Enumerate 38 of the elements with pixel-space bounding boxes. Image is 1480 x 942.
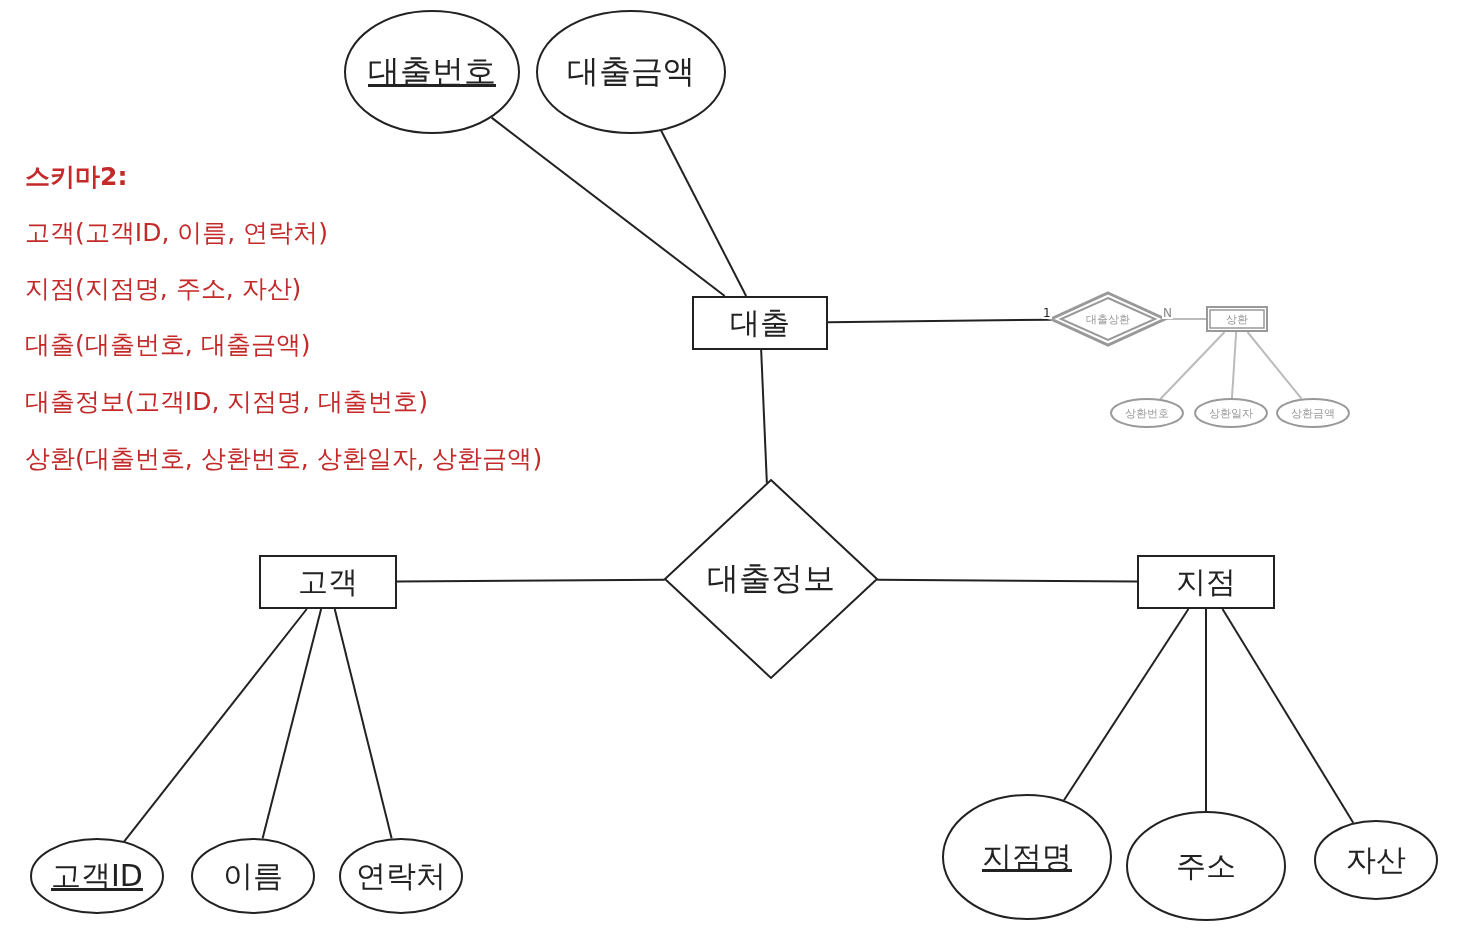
- connector-line: [827, 318, 1053, 324]
- connector-line: [1165, 318, 1207, 320]
- schema-heading: 스키마2:: [25, 161, 128, 193]
- schema-line: 상환(대출번호, 상환번호, 상환일자, 상환금액): [25, 443, 543, 475]
- connector-line: [261, 608, 323, 840]
- connector-line: [396, 578, 666, 583]
- attribute-ellipse: 연락처: [339, 838, 463, 914]
- attribute-ellipse: 상환일자: [1194, 398, 1268, 428]
- connector-line: [333, 608, 393, 840]
- entity-box: 상환: [1206, 306, 1268, 332]
- entity-box: 지점: [1137, 555, 1275, 609]
- relationship-diamond: 대출정보: [664, 479, 878, 679]
- connector-line: [1205, 608, 1207, 812]
- connector-line: [1221, 608, 1355, 824]
- connector-line: [1159, 331, 1226, 400]
- cardinality-label: N: [1162, 307, 1173, 319]
- connector-line: [123, 608, 308, 843]
- attribute-ellipse: 고객ID: [30, 838, 164, 914]
- connector-line: [490, 116, 726, 297]
- schema-line: 대출정보(고객ID, 지점명, 대출번호): [25, 386, 428, 418]
- entity-box: 고객: [259, 555, 397, 609]
- attribute-ellipse: 상환금액: [1276, 398, 1350, 428]
- schema-line: 고객(고객ID, 이름, 연락처): [25, 217, 328, 249]
- connector-line: [876, 578, 1138, 583]
- connector-line: [1062, 608, 1190, 802]
- attribute-ellipse: 주소: [1126, 811, 1286, 921]
- attribute-ellipse: 상환번호: [1110, 398, 1184, 428]
- schema-line: 지점(지점명, 주소, 자산): [25, 273, 302, 305]
- attribute-ellipse: 자산: [1314, 820, 1438, 900]
- attribute-ellipse: 이름: [191, 838, 315, 914]
- schema-line: 대출(대출번호, 대출금액): [25, 329, 311, 361]
- entity-box: 대출: [692, 296, 828, 350]
- cardinality-label: 1: [1042, 307, 1052, 319]
- attribute-ellipse: 대출금액: [536, 10, 726, 134]
- connector-line: [660, 129, 748, 297]
- connector-line: [1246, 331, 1303, 400]
- connector-line: [760, 349, 768, 484]
- connector-line: [1230, 331, 1238, 399]
